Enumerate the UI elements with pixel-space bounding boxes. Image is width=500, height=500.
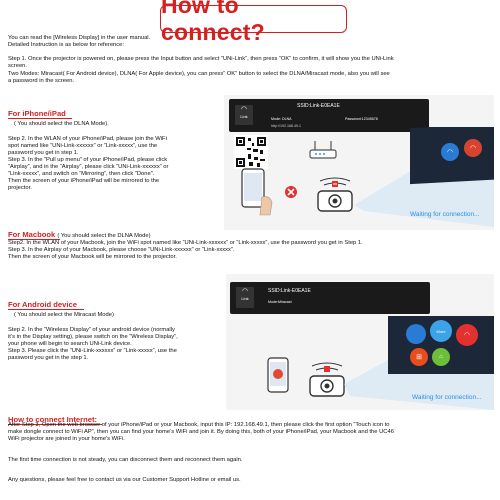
android-line-4: password you get in the step 1.: [8, 355, 89, 361]
link-label-2: Link: [241, 296, 249, 301]
waiting-text-2: Waiting for connection...: [412, 394, 482, 401]
macbook-heading-underline: [8, 239, 60, 240]
wifi-circle-2: ◠: [456, 324, 478, 346]
wifi-icon: ◠: [469, 145, 477, 152]
more-circle: More: [430, 320, 452, 342]
android-circle: ⌂: [432, 348, 450, 366]
internet-line-1: make dongle connect to WiFi AP”, then yo…: [8, 429, 394, 435]
internet-note-2: Any questions, please feel free to conta…: [8, 477, 241, 483]
more-label: More: [436, 328, 446, 334]
iphone-line-4: “Airplay”, and in the “Airplay”, please …: [8, 164, 169, 170]
iphone-heading: For iPhone/iPad: [8, 109, 66, 118]
iphone-note: ( You should select the DLNA Mode).: [14, 121, 109, 127]
projector-icon: [317, 177, 353, 212]
title-bar: How to connect?: [0, 0, 500, 45]
internet-line-2: WiFi projector are joined in your home’s…: [8, 436, 125, 442]
link-wifi-circle: ◠: [441, 143, 459, 161]
ssid-text: SSID:Link-E0EA1E: [297, 103, 340, 109]
android-line-3: Step 3. Please click the “UNi-Link-xxxxx…: [8, 348, 177, 354]
modes-line-a: Two Modes: Miracast( For Android device)…: [8, 71, 390, 77]
wifi-icon: ◠: [446, 149, 454, 156]
internet-heading-underline: [8, 424, 102, 425]
step1-line-b: screen.: [8, 63, 28, 69]
projected-screen: ◠ Link SSID:Link-E0EA1E Mode: DLNA Passw…: [229, 99, 429, 132]
projected-screen-2: ◠ Link SSID:Link-E0EA1E Mode:Miracast: [230, 282, 430, 314]
wifi-icon: ◠: [241, 288, 249, 295]
android-icon: ⌂: [439, 354, 443, 360]
projector-icon-2: [309, 362, 345, 397]
link-label: Link: [240, 114, 248, 119]
windows-icon: ⊞: [416, 354, 422, 361]
macbook-line-0: Step2. In the WLAN of your Macbook, join…: [8, 240, 363, 246]
internet-note-1: The first time connection is not steady,…: [8, 457, 243, 463]
macbook-line-2: Then the screen of your Macbook will be …: [8, 254, 177, 260]
phone-icon: [241, 168, 273, 216]
android-heading: For Android device: [8, 300, 77, 309]
router-icon: [309, 141, 337, 159]
miracast-screenshot: ◠ Link SSID:Link-E0EA1E Mode:Miracast Mo…: [226, 274, 494, 410]
android-note: ( You should select the Miracast Mode): [14, 312, 114, 318]
wifi-icon: ◠: [463, 332, 471, 339]
modes-line-b: a password in the screen.: [8, 78, 75, 84]
app-circle-1: [406, 324, 426, 344]
password-text: Password:12345678: [345, 117, 378, 121]
android-line-2: your phone will begin to search UNi-Link…: [8, 341, 132, 347]
ip-text: http://192.168.49.1: [271, 124, 301, 128]
iphone-line-0: Step 2. In the WLAN of your iPhone/iPad,…: [8, 136, 167, 142]
mode-text: Mode: DLNA: [271, 117, 292, 121]
iphone-line-2: password you get in step 1.: [8, 150, 79, 156]
link-wifi-tile-2: ◠ Link: [236, 287, 254, 308]
android-line-0: Step 2. In the “Wireless Display” of you…: [8, 327, 175, 333]
intro-line-2: Detailed Instruction is as below for ref…: [8, 42, 124, 48]
macbook-heading: For Macbook ( You should select the DLNA…: [8, 230, 151, 241]
iphone-line-6: Then the screen of your iPhone/iPad will…: [8, 178, 160, 184]
internet-heading: How to connect Internet:: [8, 415, 98, 424]
windows-circle: ⊞: [410, 348, 428, 366]
iphone-line-5: “Link-xxxxx”, and switch on “Mirroring”,…: [8, 171, 155, 177]
link-wifi-tile: ◠ Link: [235, 105, 253, 125]
title-box: How to connect?: [160, 0, 347, 45]
ssid-text-2: SSID:Link-E0EA1E: [268, 288, 311, 294]
intro-line-1: You can read the [Wireless Display] in t…: [8, 35, 151, 41]
iphone-line-7: projector.: [8, 185, 32, 191]
internet-line-0: After Step 3, Open the web browser of yo…: [8, 422, 390, 428]
waiting-text-1: Waiting for connection...: [410, 211, 480, 218]
qr-code-icon: [234, 135, 268, 169]
android-heading-underline: [8, 309, 84, 310]
step1-line-a: Step 1. Once the projector is powered on…: [8, 56, 394, 62]
page-title: How to connect?: [161, 0, 265, 45]
android-line-1: it’s in the Display setting), please swi…: [8, 334, 178, 340]
macbook-line-1: Step 3. In the Airplay of your Macbook, …: [8, 247, 235, 253]
wifi-circle: ◠: [464, 139, 482, 157]
iphone-line-1: spot named like “UNi-Link-xxxxxx” or “Li…: [8, 143, 158, 149]
macbook-heading-text: For Macbook: [8, 230, 56, 239]
macbook-note: ( You should select the DLNA Mode): [57, 233, 151, 239]
wifi-icon: ◠: [240, 106, 248, 113]
android-phone-icon: [267, 357, 289, 393]
mode-text-2: Mode:Miracast: [268, 300, 292, 304]
disconnect-x-icon: [285, 186, 297, 198]
dlna-screenshot: ◠ Link SSID:Link-E0EA1E Mode: DLNA Passw…: [224, 95, 494, 230]
iphone-line-3: Step 3. In the “Pull up menu” of your iP…: [8, 157, 168, 163]
iphone-heading-underline: [8, 118, 72, 119]
